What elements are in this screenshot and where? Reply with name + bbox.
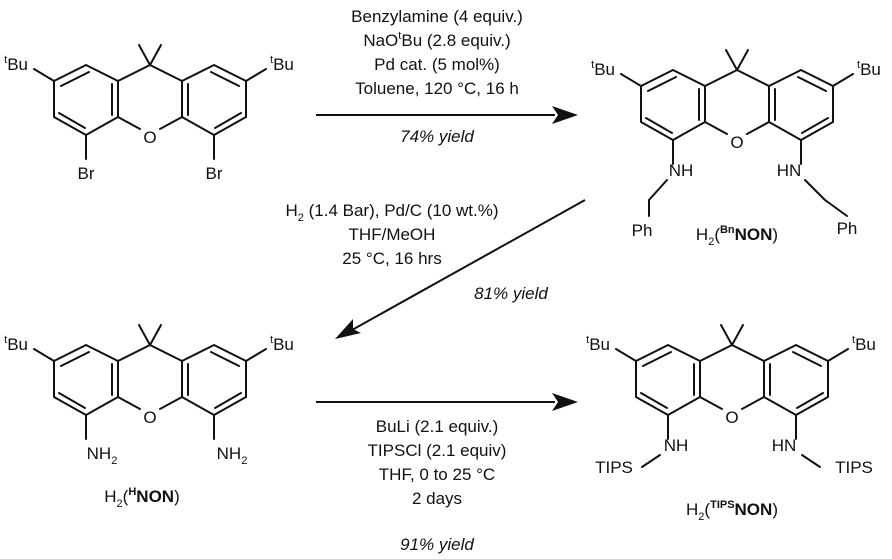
oxygen-atom: O <box>143 128 156 147</box>
compound-label-h: H2(HNON) <box>104 486 179 510</box>
condition-solvent: Toluene, 120 °C, 16 h <box>355 79 519 98</box>
step2: H2 (1.4 Bar), Pd/C (10 wt.%) THF/MeOH 25… <box>285 199 586 339</box>
amine-left: NH <box>669 161 694 180</box>
condition-thf: THF, 0 to 25 °C <box>379 465 495 484</box>
tips-right: TIPS <box>835 458 873 477</box>
compound-label-bn: H2(BnNON) <box>696 224 778 248</box>
dibromo-xanthene: O tBu tBu Br Br <box>4 44 294 183</box>
tbu-left: tBu <box>586 334 610 354</box>
tbu-right: tBu <box>857 59 881 79</box>
amino-left: NH2 <box>87 444 118 467</box>
condition-temp-2: 25 °C, 16 hrs <box>342 249 441 268</box>
oxygen-atom: O <box>730 133 743 152</box>
step3: BuLi (2.1 equiv.) TIPSCl (2.1 equiv) THF… <box>316 393 578 554</box>
yield-2: 81% yield <box>474 284 548 303</box>
tbu-right: tBu <box>852 334 876 354</box>
condition-hydrogen: H2 (1.4 Bar), Pd/C (10 wt.%) <box>285 201 498 224</box>
condition-reagent: Benzylamine (4 equiv.) <box>351 7 523 26</box>
bromine-left: Br <box>78 164 95 183</box>
condition-tipscl: TIPSCl (2.1 equiv) <box>368 441 507 460</box>
bn-non-compound: O tBu tBu NH HN Ph Ph H2(BnNON) <box>591 49 881 248</box>
amine-right: HN <box>772 436 797 455</box>
tips-left: TIPS <box>595 458 633 477</box>
amine-left: NH <box>664 436 689 455</box>
h-non-compound: O tBu tBu NH2 NH2 H2(HNON) <box>4 324 294 510</box>
tbu-left: tBu <box>4 54 28 74</box>
condition-catalyst: Pd cat. (5 mol%) <box>374 55 500 74</box>
amino-right: NH2 <box>217 444 248 467</box>
tips-non-compound: O tBu tBu NH HN TIPS TIPS H2(TIPSNON) <box>586 324 876 523</box>
compound-label-tips: H2(TIPSNON) <box>686 499 778 523</box>
yield-1: 74% yield <box>400 127 474 146</box>
phenyl-right: Ph <box>837 219 858 238</box>
oxygen-atom: O <box>725 408 738 427</box>
reaction-arrow-2 <box>351 199 586 331</box>
condition-buli: BuLi (2.1 equiv.) <box>376 417 499 436</box>
oxygen-atom: O <box>143 408 156 427</box>
arrowhead-3 <box>552 393 578 411</box>
step1: Benzylamine (4 equiv.) NaOtBu (2.8 equiv… <box>316 7 578 146</box>
yield-3: 91% yield <box>400 535 474 554</box>
condition-solvent-2: THF/MeOH <box>349 225 436 244</box>
arrowhead-1 <box>552 106 578 124</box>
tbu-right: tBu <box>270 54 294 74</box>
condition-time: 2 days <box>412 489 462 508</box>
tbu-left: tBu <box>4 334 28 354</box>
bromine-right: Br <box>206 164 223 183</box>
tbu-left: tBu <box>591 59 615 79</box>
amine-right: HN <box>777 161 802 180</box>
phenyl-left: Ph <box>632 221 653 240</box>
tbu-right: tBu <box>270 334 294 354</box>
arrowhead-2 <box>335 319 361 339</box>
condition-base: NaOtBu (2.8 equiv.) <box>363 30 510 50</box>
